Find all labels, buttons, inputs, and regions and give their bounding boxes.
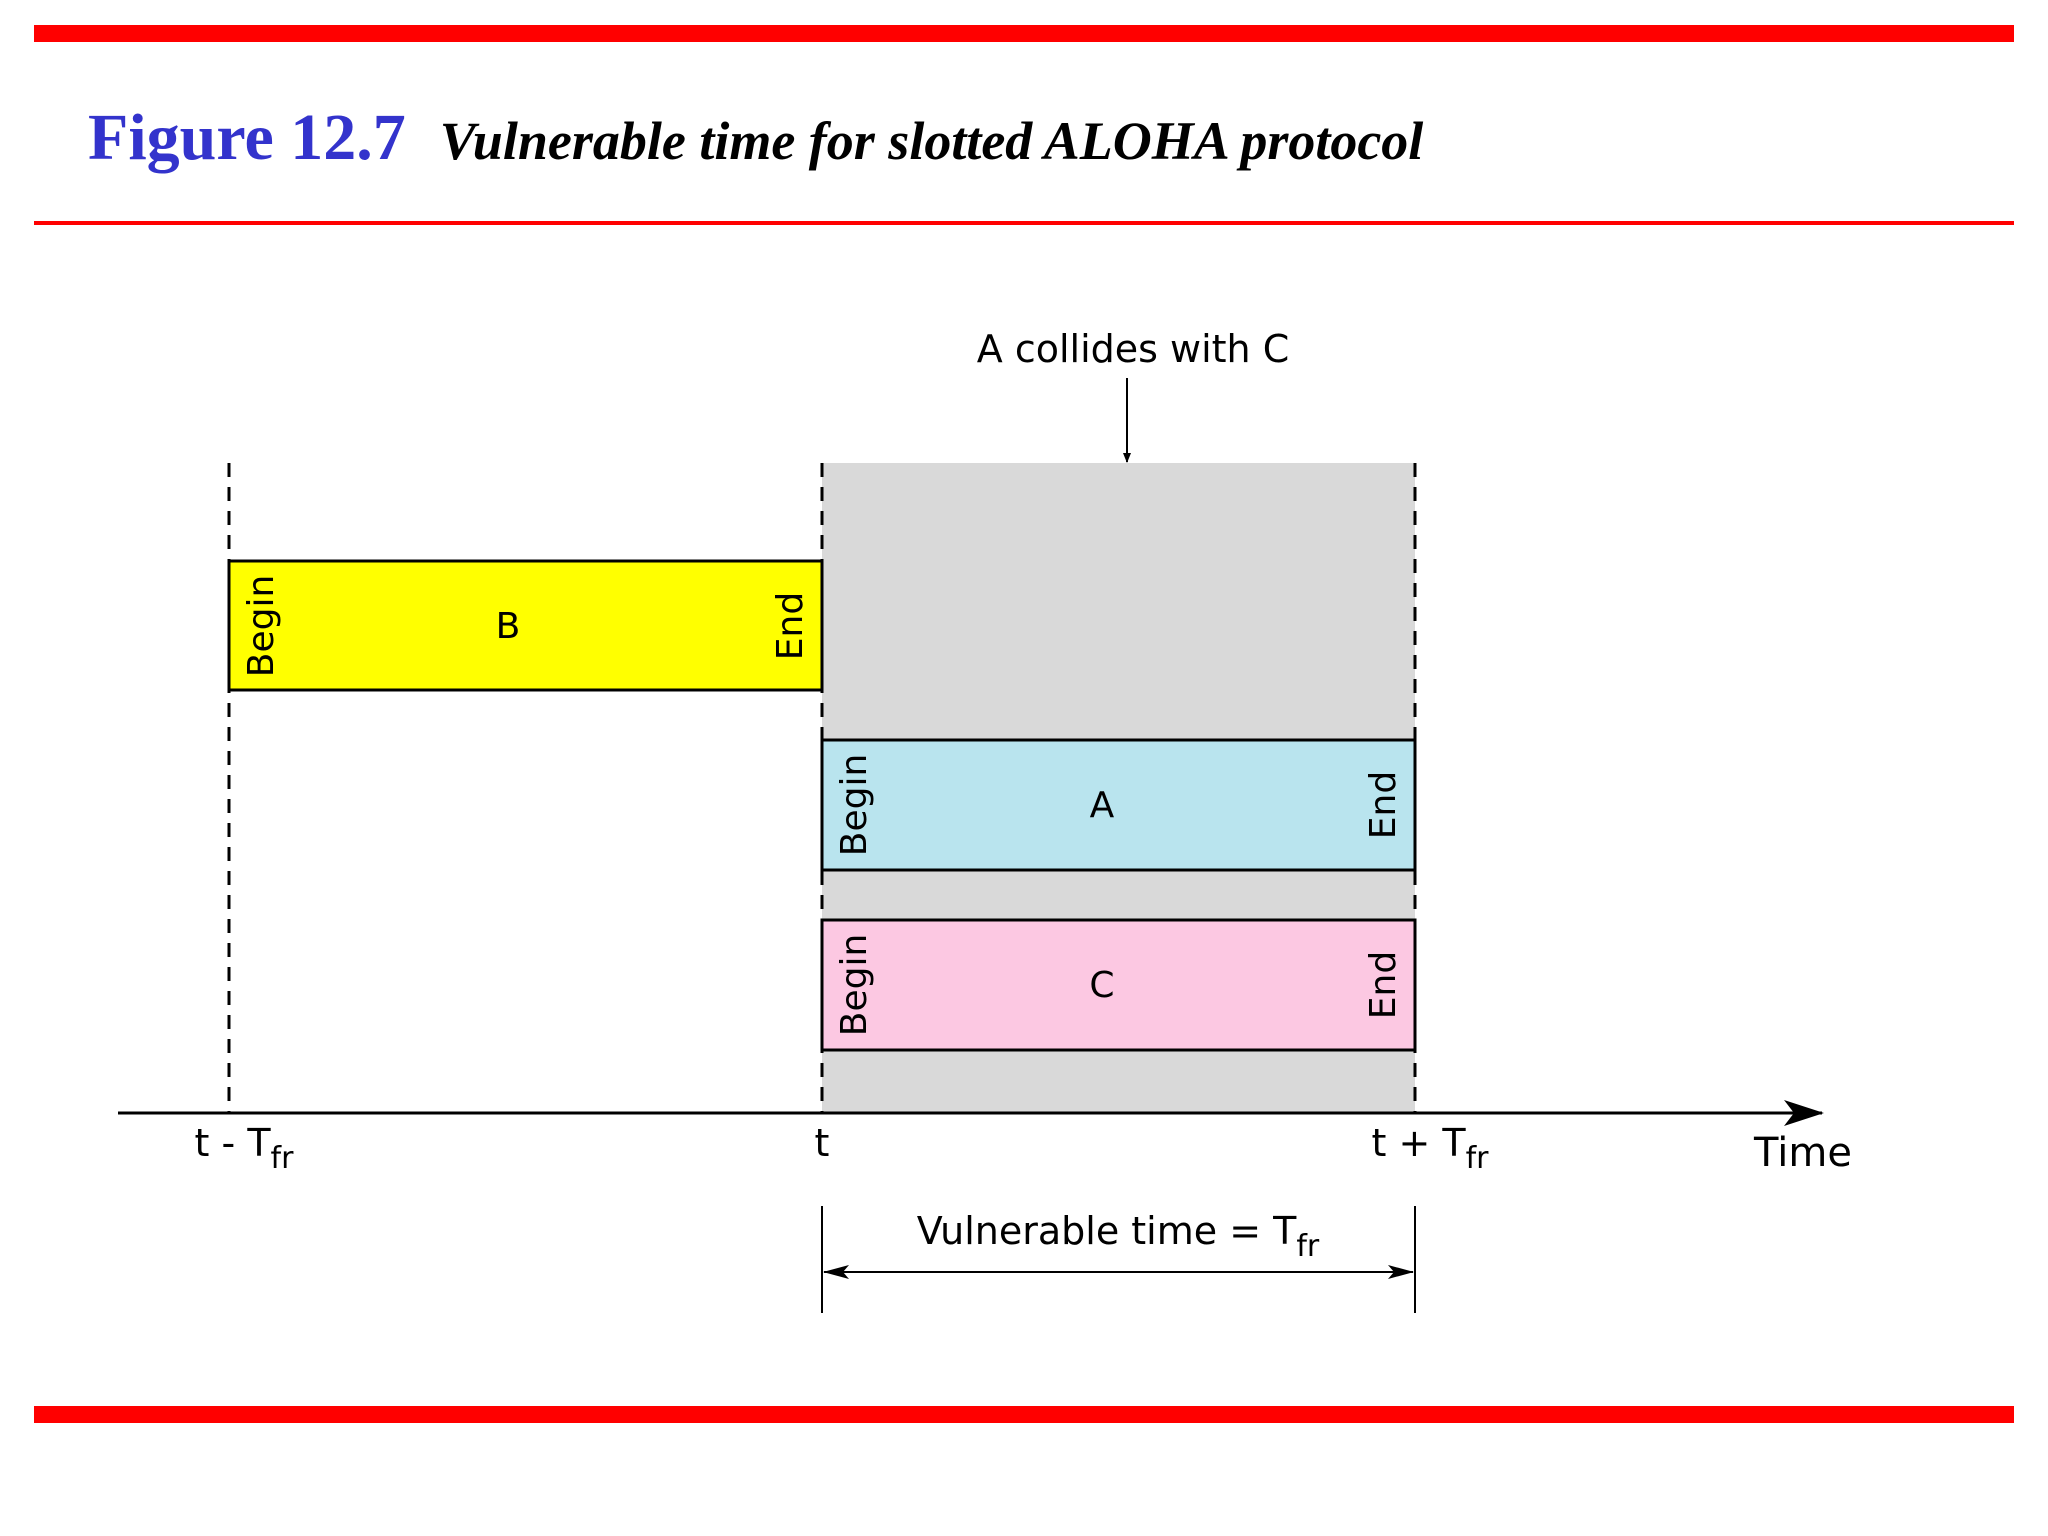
tick-label-left: t - Tfr <box>195 1121 295 1176</box>
frame-b-label: B <box>496 606 521 647</box>
frame-c-end-label: End <box>1363 951 1404 1019</box>
top-red-rule <box>34 25 2014 42</box>
frame-c-label: C <box>1089 965 1114 1006</box>
frame-a: Begin A End <box>820 738 1417 872</box>
title-underline-rule <box>34 221 2014 225</box>
collision-note: A collides with C <box>977 327 1290 371</box>
vulnerable-time-label: Vulnerable time = Tfr <box>917 1209 1320 1264</box>
tick-label-center: t <box>815 1121 830 1165</box>
frame-c-box <box>820 918 1417 1052</box>
figure-caption: Vulnerable time for slotted ALOHA protoc… <box>439 111 1424 171</box>
frame-a-label: A <box>1090 785 1115 826</box>
frame-a-end-label: End <box>1363 771 1404 839</box>
frame-a-begin-label: Begin <box>834 754 875 857</box>
frame-b-begin-label: Begin <box>241 575 282 678</box>
frame-a-box <box>820 738 1417 872</box>
bottom-red-rule <box>34 1406 2014 1423</box>
frame-c-begin-label: Begin <box>834 934 875 1037</box>
slide-title: Figure 12.7 Vulnerable time for slotted A… <box>88 100 1423 176</box>
frame-c: Begin C End <box>820 918 1417 1052</box>
frame-b: Begin B End <box>227 559 824 692</box>
frame-b-end-label: End <box>770 592 811 660</box>
tick-label-right: t + Tfr <box>1371 1121 1489 1176</box>
frame-b-box <box>227 559 824 692</box>
figure-number: Figure 12.7 <box>88 101 406 174</box>
time-axis-label: Time <box>1753 1130 1852 1176</box>
